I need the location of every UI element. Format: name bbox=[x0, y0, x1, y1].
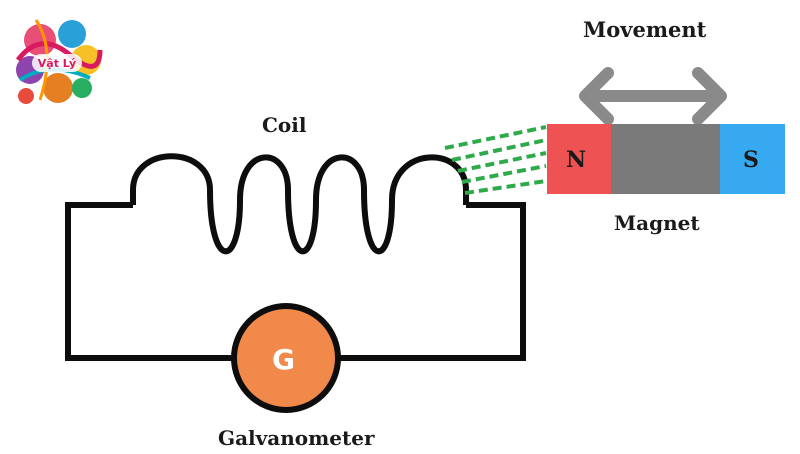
galvanometer-label: Galvanometer bbox=[218, 426, 375, 450]
logo-text: Vật Lý bbox=[38, 57, 76, 70]
movement-label: Movement bbox=[583, 17, 707, 42]
coil-label: Coil bbox=[262, 113, 307, 137]
field-lines bbox=[444, 125, 547, 195]
north-pole-label: N bbox=[566, 147, 587, 173]
coil bbox=[130, 153, 469, 255]
vat-ly-logo: Vật Lý bbox=[8, 12, 108, 112]
galvanometer-symbol: G bbox=[272, 343, 295, 376]
south-pole-label: S bbox=[743, 147, 759, 173]
magnet-south-pole bbox=[720, 124, 785, 194]
magnet-north-pole bbox=[547, 124, 611, 194]
magnet bbox=[547, 124, 785, 194]
galvanometer bbox=[231, 303, 341, 413]
movement-arrow bbox=[579, 67, 727, 125]
magnet-label: Magnet bbox=[614, 211, 700, 235]
circuit-wire bbox=[65, 202, 526, 361]
magnet-body bbox=[611, 124, 720, 194]
